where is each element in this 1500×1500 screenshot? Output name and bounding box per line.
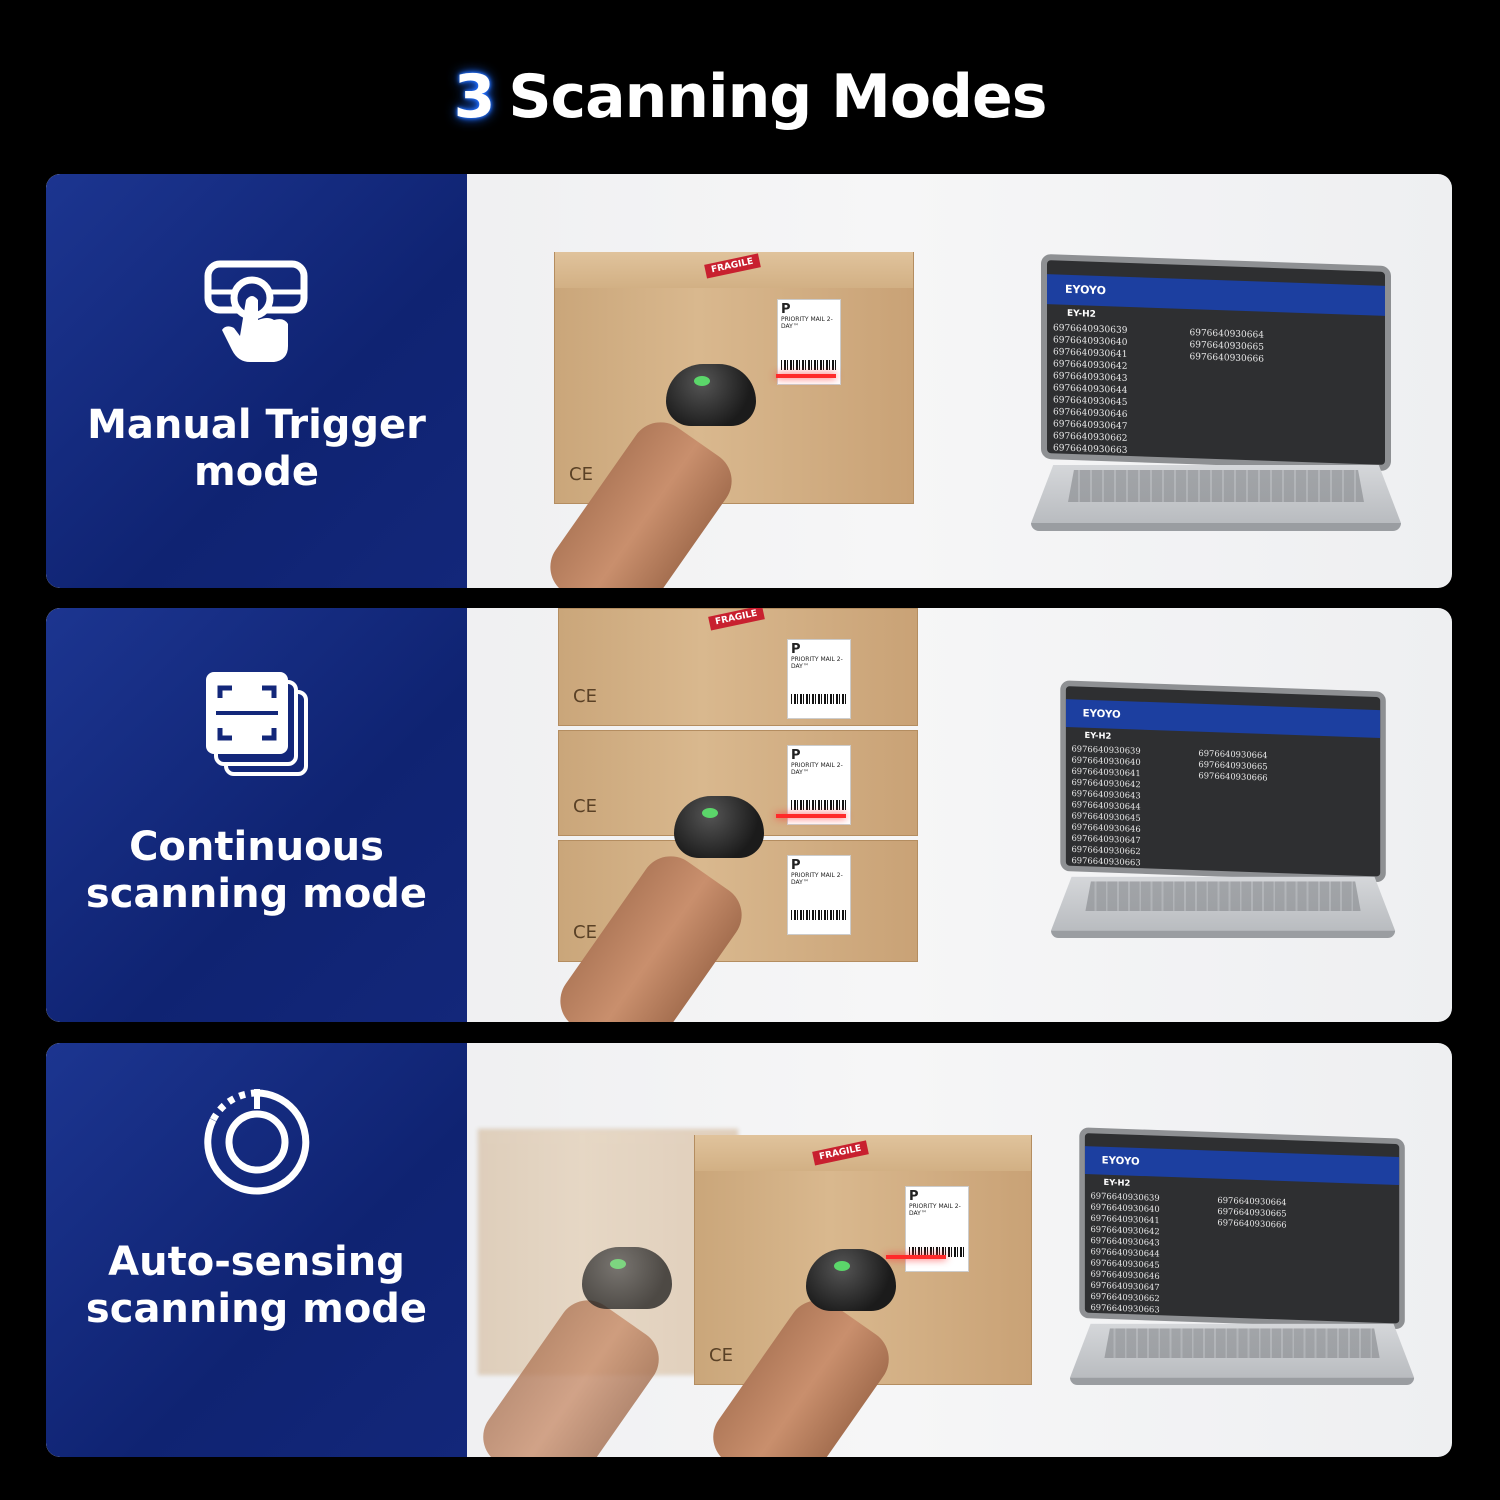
barcode-scanner: [674, 796, 764, 858]
ce-mark: CE: [573, 922, 597, 943]
ce-mark: CE: [569, 464, 593, 485]
text: P: [909, 1189, 919, 1204]
mode-label-line2: scanning mode: [85, 871, 428, 917]
tap-trigger-icon: [204, 260, 307, 362]
ce-mark: CE: [573, 686, 597, 707]
laser-line: [886, 1255, 946, 1259]
text: P: [791, 858, 801, 873]
mode-label-line2: scanning mode: [85, 1286, 428, 1332]
auto-sensing-icon: [203, 1089, 309, 1195]
text: P: [781, 302, 791, 317]
title-number: 3: [453, 62, 496, 132]
barcode-scanner: [666, 364, 756, 426]
text: PRIORITY MAIL 2-DAY™: [909, 1203, 961, 1217]
mode-label-line2: mode: [194, 449, 319, 495]
barcode-scanner: [806, 1249, 896, 1311]
scan-frame-stack-icon: [205, 672, 308, 776]
mode-label-line1: Continuous: [129, 824, 384, 870]
fragile-sticker: FRAGILE: [708, 608, 765, 631]
text: P: [791, 748, 801, 763]
mode-label-line1: Auto-sensing: [108, 1239, 405, 1285]
mode-label-line1: Manual Trigger: [87, 402, 426, 448]
barcode-scanner-blurred: [582, 1247, 672, 1309]
text: P: [791, 642, 801, 657]
text: PRIORITY MAIL 2-DAY™: [791, 656, 843, 670]
text: PRIORITY MAIL 2-DAY™: [781, 316, 833, 330]
ce-mark: CE: [573, 796, 597, 817]
text: PRIORITY MAIL 2-DAY™: [791, 762, 843, 776]
title-text: Scanning Modes: [508, 62, 1047, 132]
laser-line: [776, 814, 846, 818]
laser-line: [776, 374, 836, 378]
text: PRIORITY MAIL 2-DAY™: [791, 872, 843, 886]
ce-mark: CE: [709, 1345, 733, 1366]
